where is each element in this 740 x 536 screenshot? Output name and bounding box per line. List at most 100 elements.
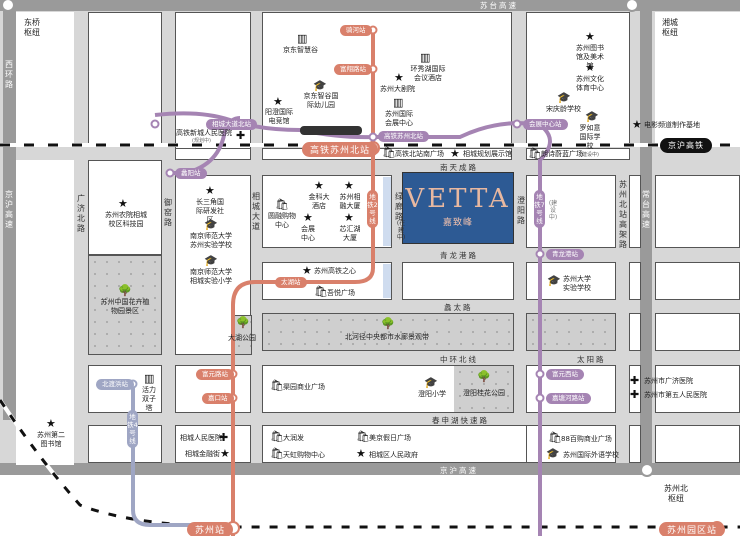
poi-label: 南京师范大学相城实验小学 [190,268,232,285]
poi-label: 相城规划展示馆 [463,150,512,158]
star-icon: ★ [632,118,642,131]
railway-label: 京沪高铁 [660,138,712,153]
poi-label: 渠园商业广场 [283,383,325,391]
block [16,365,74,465]
block [402,262,514,300]
star-icon: ★ [344,211,354,224]
road-sutai-top [0,0,740,11]
park-block [262,313,514,351]
poi-label: 京东智谷国际幼儿园 [303,92,339,109]
hub-suzhou-north: 苏州北枢纽 [664,484,688,503]
school-icon: 🎓 [204,254,218,267]
block [655,175,740,248]
star-icon: ★ [302,264,312,277]
star-icon: ★ [118,197,128,210]
stop-fuyuan-west[interactable]: 富元西站 [546,369,584,380]
poi-label: 苏州图书馆及美术馆 [576,44,604,70]
star-icon: ★ [314,179,324,192]
poi-label: 苏州相融大厦 [339,193,361,210]
building-icon: ▥ [393,96,404,109]
stop-jiakou[interactable]: 嘉口站 [202,393,234,404]
stop-xiangcheng-north[interactable]: 相城大道北站 [206,119,257,130]
shopping-bag-icon: 🛍 [270,447,284,460]
hospital-icon: ✚ [630,388,640,401]
stop-fuyuan[interactable]: 富元路站 [196,369,234,380]
park-icon: 🌳 [236,316,250,329]
hospital-icon: ✚ [219,431,229,444]
poi-label: 苏州文化体育中心 [576,75,604,92]
road-label-jinghu-bottom: 京沪高速 [440,466,478,475]
poi-label: 澄阳小学 [418,390,446,398]
block [175,365,251,413]
block [175,12,251,157]
road-label-jinghu-left: 京沪高速 [5,190,13,229]
star-icon: ★ [205,184,215,197]
poi-label: 京东智慧谷 [283,46,318,54]
block [262,425,534,463]
poi-label: 北河径中央都市水廊景观带 [345,333,429,341]
stop-jiatanghe[interactable]: 嘉塘河路站 [546,393,591,404]
star-icon: ★ [585,30,595,43]
stop-qihe[interactable]: 骑河站 [340,25,372,36]
school-icon: 🎓 [585,110,599,123]
poi-label: 朗诗蔚蓝广场 [541,150,583,158]
park-icon: 🌳 [118,284,132,297]
block [629,313,641,351]
road-label-lvlang-note: (在建中) [396,220,406,241]
star-icon: ★ [344,179,354,192]
poi-label: 苏州中国花卉植物园景区 [100,298,150,315]
station-suzhou[interactable]: 苏州站 [187,522,234,536]
road-label-sutai-right: 常台高速 [642,190,650,229]
poi-label: 会展中心 [301,225,315,242]
project-name-en: VETTA [405,184,511,214]
poi-label: 长三角国际研发社区 [196,198,224,224]
poi-label: 电影频道制作基地 [644,121,700,129]
block [629,365,641,413]
project-name-cn: 嘉致峰 [442,218,473,228]
road-label-north-elevated: 苏州北站高架路 [619,180,627,249]
road-sutai-right [640,0,652,536]
shopping-bag-icon: 🛍 [275,198,289,211]
block [16,12,74,145]
stop-gaotie-north-7[interactable]: 高铁苏州北站 [378,131,429,142]
stop-taihu[interactable]: 太湖站 [275,277,307,288]
poi-label: 澄阳桂花公园 [463,389,505,397]
road-label-xiangcheng: 相城大道 [252,192,260,231]
project-vetta[interactable]: VETTA 嘉致峰 [402,172,514,244]
star-icon: ★ [273,95,283,108]
park-block [88,255,162,355]
road-label-zhonghuan: 中环北线 [440,355,478,364]
block [526,12,630,147]
poi-label: 苏州市广济医院 [644,377,693,385]
block [88,160,162,255]
stop-qinglonggang[interactable]: 青龙港站 [546,249,584,260]
road-label-chunshenhu: 春申湖快速路 [432,416,489,425]
stop-beidubang[interactable]: 北渡浜站 [96,379,134,390]
poi-label: 芯汇湖大厦 [339,225,361,242]
block [629,262,641,300]
metro-line-7-label: 地铁7号线 [534,190,545,228]
school-icon: 🎓 [547,274,561,287]
poi-note: (建设中) [580,152,599,158]
stop-liyang[interactable]: 蠡阳站 [175,168,207,179]
block [262,12,512,147]
shopping-bag-icon: 🛍 [548,431,562,444]
shopping-bag-icon: 🛍 [270,379,284,392]
road-label-xihuan: 西环路 [5,60,13,89]
poi-label: 苏州第二图书馆 [37,431,65,448]
poi-label: 苏州大剧院 [380,85,415,93]
park-icon: 🌳 [477,370,491,383]
station-suzhou-park[interactable]: 苏州园区站 [659,522,726,536]
star-icon: ★ [450,147,460,160]
block [175,425,251,463]
station-gaotie-north[interactable]: 高铁苏州北站 [302,142,379,157]
stop-fuxiang[interactable]: 富翔路站 [334,64,372,75]
poi-label: 大湖公园 [228,334,256,342]
stop-huizhan[interactable]: 会展中心站 [523,119,568,130]
building-icon: ▥ [144,372,155,385]
poi-label: 圆融购物中心 [268,212,296,229]
road-label-nantiancheng: 南天成路 [440,163,478,172]
building-icon: ▥ [420,51,431,64]
road-label-guangji: 广济北路 [77,194,85,233]
